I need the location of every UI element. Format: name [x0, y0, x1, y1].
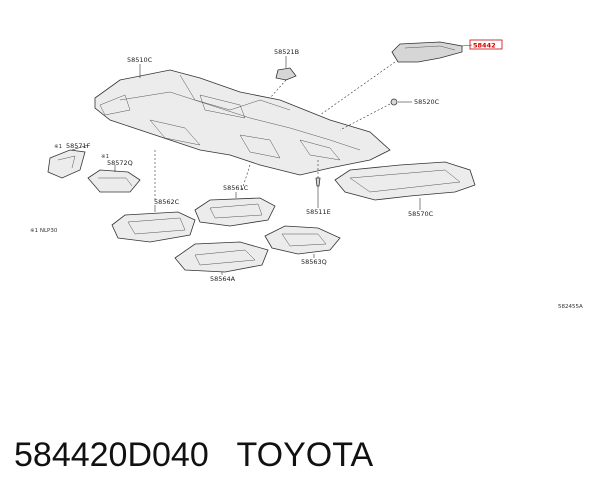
label-58563q[interactable]: 58563Q	[301, 258, 327, 266]
note-mark-1b: ※1	[101, 154, 109, 160]
label-58442[interactable]: 58442	[473, 42, 496, 50]
pad-58571f[interactable]	[47, 149, 86, 179]
label-58564a[interactable]: 58564A	[210, 275, 236, 283]
label-58511e[interactable]: 58511E	[306, 208, 331, 216]
caption-gap	[209, 436, 237, 474]
part-caption: 584420D040 TOYOTA	[14, 430, 373, 480]
insulator-58442[interactable]	[391, 39, 503, 63]
floor-carpet-58510c[interactable]	[94, 69, 391, 176]
label-58520c[interactable]: 58520C	[414, 98, 440, 106]
label-58561c[interactable]: 58561C	[223, 184, 249, 192]
note-mark-1a: ※1	[54, 144, 62, 150]
clip-58511e[interactable]	[315, 177, 321, 187]
clip-58521b[interactable]	[275, 67, 297, 81]
mat-58564a[interactable]	[174, 241, 269, 273]
part-number: 584420D040	[14, 436, 209, 474]
label-58510c[interactable]: 58510C	[127, 56, 153, 64]
pad-58572q[interactable]	[87, 169, 141, 193]
mat-58561c[interactable]	[194, 197, 276, 227]
label-58521b[interactable]: 58521B	[274, 48, 299, 56]
clip-58520c[interactable]	[390, 98, 398, 106]
brand-name: TOYOTA	[236, 436, 374, 474]
label-58570c[interactable]: 58570C	[408, 210, 434, 218]
label-58562c[interactable]: 58562C	[154, 198, 180, 206]
mat-58563q[interactable]	[264, 225, 341, 255]
mat-58570c[interactable]	[334, 161, 476, 201]
parts-diagram: 58510C 58521B 58442 58520C ※1 58571F ※1 …	[30, 39, 583, 310]
label-58571f[interactable]: 58571F	[66, 142, 91, 150]
mat-58562c[interactable]	[111, 211, 196, 243]
diagram-code: 582455A	[558, 304, 583, 310]
label-58572q[interactable]: 58572Q	[107, 159, 133, 167]
note-nlp30: ※1 NLP30	[30, 228, 58, 234]
